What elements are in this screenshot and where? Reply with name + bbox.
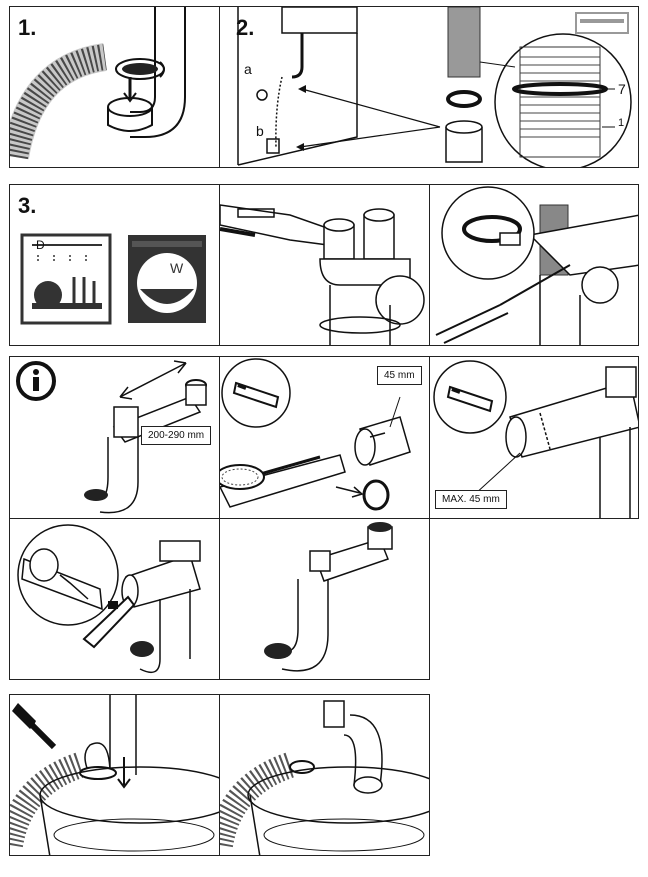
cut-spigot-illustration (220, 204, 425, 345)
measure-length-illustration (16, 360, 207, 514)
connect-hose-illustration (10, 695, 219, 855)
info-icon (16, 361, 56, 401)
saw-icon (575, 12, 629, 34)
panel-step-3-appliances: 3. D W (9, 184, 220, 346)
wrench-icon (12, 703, 36, 729)
washing-machine-icon (128, 235, 206, 323)
callout-45mm: 45 mm (377, 366, 422, 385)
hose-clamp-illustration (435, 186, 638, 345)
dishwasher-icon (20, 233, 112, 325)
callout-length-range: 200-290 mm (141, 426, 212, 445)
callout-max-45mm: MAX. 45 mm (435, 490, 507, 509)
label-a: a (244, 61, 252, 77)
panel-assembled (219, 518, 430, 680)
panel-step-1: 1. (9, 6, 220, 168)
hose-to-siphon-illustration (10, 7, 186, 160)
label-7: 7 (618, 81, 626, 97)
cut-45mm-illustration (220, 358, 411, 511)
panel-cut-spigot (219, 184, 430, 346)
label-1: 1 (618, 117, 625, 129)
max-45mm-illustration (433, 360, 638, 518)
final-install-illustration (220, 700, 429, 855)
panel-wrench-connect (9, 694, 220, 856)
step-2-number: 2. (236, 15, 255, 40)
assembled-siphon-illustration (264, 522, 393, 672)
washing-machine-letter: W (170, 260, 184, 276)
panel-step-2: 2. a b 7 1 (219, 6, 639, 168)
dishwasher-letter: D (36, 238, 45, 252)
panel-cut-45: 45 mm (219, 356, 430, 519)
label-b: b (256, 123, 264, 139)
inlet-connection-illustration (237, 7, 632, 167)
panel-trim-cut (9, 518, 220, 680)
trim-cut-illustration (17, 524, 201, 674)
panel-hose-clamp (429, 184, 639, 346)
panel-info-measure: 200-290 mm (9, 356, 220, 519)
step-1-number: 1. (18, 15, 37, 40)
panel-final (219, 694, 430, 856)
panel-max-45: MAX. 45 mm (429, 356, 639, 519)
step-3-number: 3. (18, 193, 37, 218)
